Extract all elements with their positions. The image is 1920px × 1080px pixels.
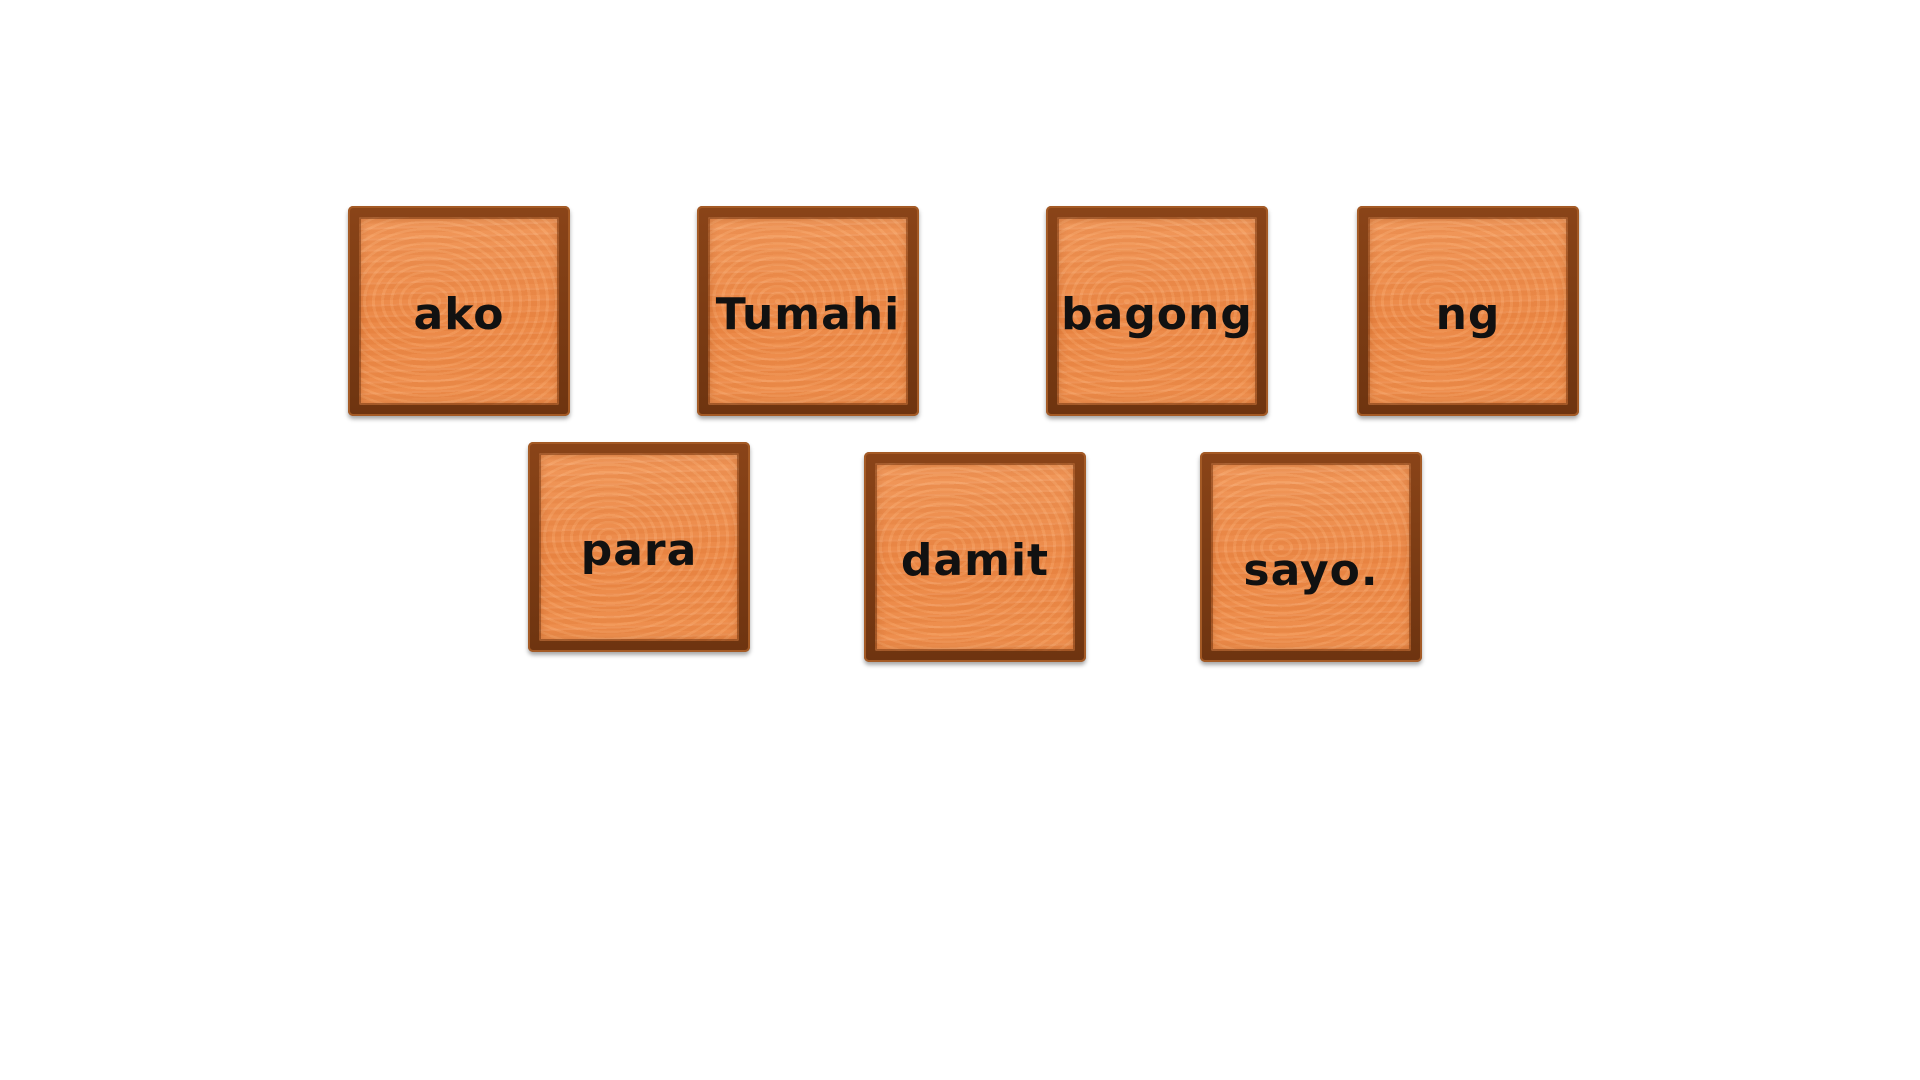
tile-face: ng xyxy=(1368,217,1568,405)
word-tile-ng[interactable]: ng xyxy=(1357,206,1579,416)
word-tile-sayo[interactable]: sayo. xyxy=(1200,452,1422,662)
tile-face: damit xyxy=(875,463,1075,651)
word-tile-ako[interactable]: ako xyxy=(348,206,570,416)
word-tile-tumahi[interactable]: Tumahi xyxy=(697,206,919,416)
tile-face: sayo. xyxy=(1211,463,1411,651)
word-tile-para[interactable]: para xyxy=(528,442,750,652)
tile-face: para xyxy=(539,453,739,641)
tile-word: bagong xyxy=(1061,288,1253,340)
tile-word: Tumahi xyxy=(715,288,901,340)
tile-word: ako xyxy=(413,288,505,340)
tile-word: ng xyxy=(1435,288,1501,340)
tile-word: sayo. xyxy=(1243,544,1379,596)
word-tile-damit[interactable]: damit xyxy=(864,452,1086,662)
tile-face: bagong xyxy=(1057,217,1257,405)
tile-face: ako xyxy=(359,217,559,405)
tile-face: Tumahi xyxy=(708,217,908,405)
tile-word: para xyxy=(580,524,698,576)
word-tile-bagong[interactable]: bagong xyxy=(1046,206,1268,416)
tile-word: damit xyxy=(900,534,1050,586)
